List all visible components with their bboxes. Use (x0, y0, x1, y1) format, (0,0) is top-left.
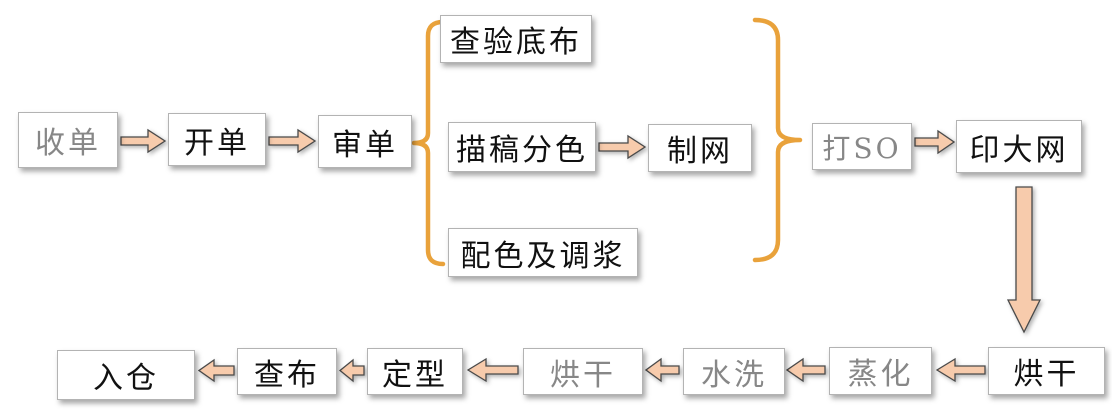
node-inspect-base-fabric: 查验底布 (440, 15, 592, 63)
arrow-left-icon (466, 356, 519, 384)
arrow-down-icon (1006, 186, 1042, 334)
node-receive-order: 收单 (18, 112, 118, 168)
arrow-left-icon (338, 357, 365, 384)
node-print-so: 打SO (812, 123, 912, 170)
arrow-left-icon (785, 356, 826, 384)
arrow-right-icon (268, 127, 317, 155)
node-label: 蒸化 (847, 357, 914, 392)
node-label: 查布 (254, 357, 320, 393)
node-label: 打SO (822, 131, 902, 165)
node-label: 烘干 (550, 357, 616, 393)
node-trace-color-separation: 描稿分色 (448, 122, 596, 172)
node-make-screen: 制网 (648, 124, 752, 172)
node-label: 收单 (35, 126, 101, 161)
right-curly-brace-icon (750, 12, 806, 268)
node-label: 查验底布 (450, 25, 582, 60)
node-label: 开单 (184, 125, 250, 161)
node-wash: 水洗 (683, 348, 785, 395)
node-label: 描稿分色 (456, 133, 588, 168)
arrow-left-icon (644, 356, 680, 384)
node-color-match-paste: 配色及调浆 (448, 228, 638, 277)
node-label: 审单 (332, 127, 398, 163)
arrow-right-icon (914, 128, 956, 156)
node-warehouse: 入仓 (57, 350, 195, 400)
left-curly-brace-icon (408, 12, 452, 274)
node-inspect-fabric: 查布 (237, 348, 337, 395)
node-label: 入仓 (93, 361, 159, 396)
arrow-right-icon (120, 127, 167, 155)
node-label: 配色及调浆 (460, 238, 626, 274)
node-heat-setting: 定型 (367, 348, 463, 395)
node-label: 制网 (667, 134, 733, 169)
node-label: 烘干 (1013, 357, 1080, 392)
arrow-left-icon (935, 356, 986, 384)
node-steam: 蒸化 (829, 347, 932, 395)
node-print-large-screen: 印大网 (956, 120, 1082, 173)
node-label: 印大网 (969, 132, 1069, 168)
node-label: 水洗 (701, 357, 767, 393)
node-dry-after-wash: 烘干 (523, 348, 643, 395)
node-create-order: 开单 (168, 113, 266, 166)
node-dry-after-print: 烘干 (988, 347, 1105, 395)
node-review-order: 审单 (318, 115, 412, 168)
arrow-right-icon (598, 133, 647, 161)
arrow-left-icon (197, 357, 235, 384)
node-label: 定型 (382, 357, 448, 393)
